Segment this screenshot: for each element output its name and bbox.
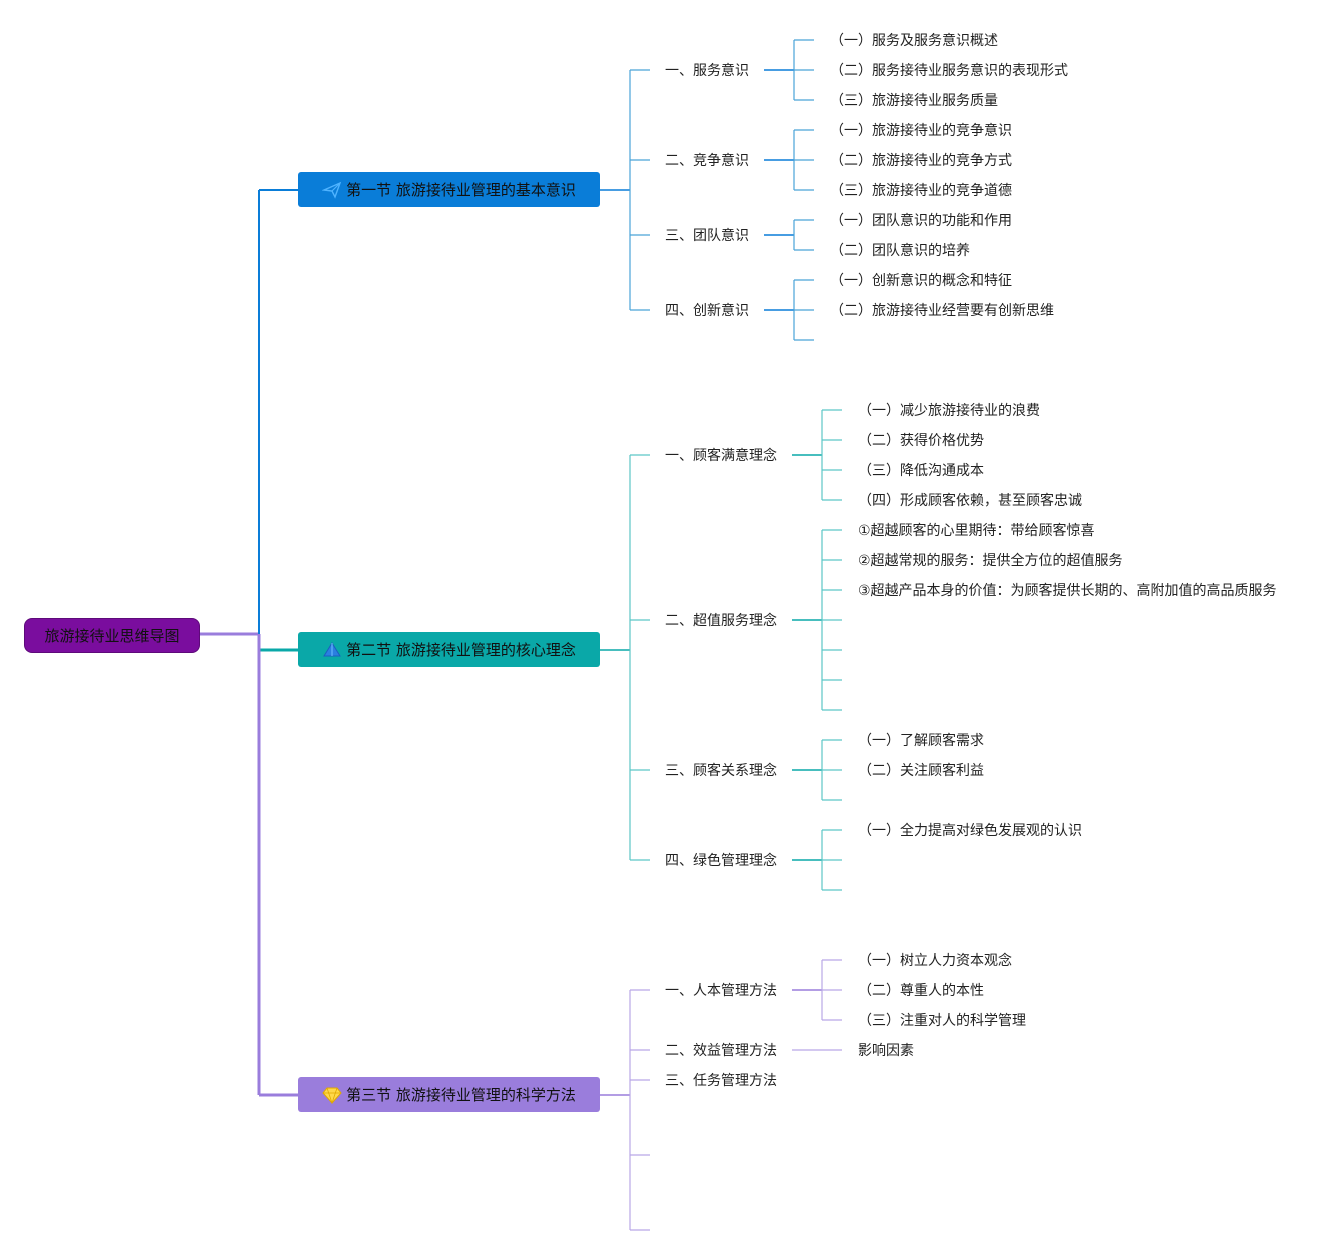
topic-node[interactable]: 一、人本管理方法 bbox=[665, 983, 777, 999]
item-node[interactable]: （二）团队意识的培养 bbox=[830, 243, 970, 259]
item-node[interactable]: （三）旅游接待业的竞争道德 bbox=[830, 183, 1012, 199]
item-node[interactable]: （四）形成顾客依赖，甚至顾客忠诚 bbox=[858, 493, 1082, 509]
item-node[interactable]: （二）旅游接待业的竞争方式 bbox=[830, 153, 1012, 169]
item-node[interactable]: ③超越产品本身的价值：为顾客提供长期的、高附加值的高品质服务 bbox=[858, 583, 1277, 599]
section-1-node[interactable]: 第一节 旅游接待业管理的基本意识 bbox=[298, 172, 600, 207]
item-node[interactable]: （二）服务接待业服务意识的表现形式 bbox=[830, 63, 1068, 79]
triangle-icon bbox=[323, 641, 342, 656]
root-label: 旅游接待业思维导图 bbox=[44, 627, 180, 645]
item-node[interactable]: （一）团队意识的功能和作用 bbox=[830, 213, 1012, 229]
item-node[interactable]: （三）注重对人的科学管理 bbox=[858, 1013, 1026, 1029]
item-node[interactable]: （一）减少旅游接待业的浪费 bbox=[858, 403, 1040, 419]
item-node[interactable]: ①超越顾客的心里期待：带给顾客惊喜 bbox=[858, 523, 1095, 539]
diamond-icon bbox=[322, 1087, 342, 1104]
topic-node[interactable]: 二、超值服务理念 bbox=[665, 613, 777, 629]
item-node[interactable]: 影响因素 bbox=[858, 1043, 914, 1059]
item-node[interactable]: （二）旅游接待业经营要有创新思维 bbox=[830, 303, 1054, 319]
topic-node[interactable]: 一、顾客满意理念 bbox=[665, 448, 777, 464]
topic-node[interactable]: 一、服务意识 bbox=[665, 63, 749, 79]
item-node[interactable]: （一）全力提高对绿色发展观的认识 bbox=[858, 823, 1082, 839]
topic-node[interactable]: 四、创新意识 bbox=[665, 303, 749, 319]
section-1-label: 第一节 旅游接待业管理的基本意识 bbox=[346, 181, 576, 199]
item-node[interactable]: （二）关注顾客利益 bbox=[858, 763, 984, 779]
section-3-label: 第三节 旅游接待业管理的科学方法 bbox=[346, 1086, 576, 1104]
item-node[interactable]: （一）树立人力资本观念 bbox=[858, 953, 1012, 969]
item-node[interactable]: （二）获得价格优势 bbox=[858, 433, 984, 449]
section-2-node[interactable]: 第二节 旅游接待业管理的核心理念 bbox=[298, 632, 600, 667]
topic-node[interactable]: 二、效益管理方法 bbox=[665, 1043, 777, 1059]
item-node[interactable]: ②超越常规的服务：提供全方位的超值服务 bbox=[858, 553, 1123, 569]
item-node[interactable]: （一）旅游接待业的竞争意识 bbox=[830, 123, 1012, 139]
topic-node[interactable]: 三、任务管理方法 bbox=[665, 1073, 777, 1089]
root-node[interactable]: 旅游接待业思维导图 bbox=[25, 619, 199, 652]
topic-node[interactable]: 三、顾客关系理念 bbox=[665, 763, 777, 779]
item-node[interactable]: （三）降低沟通成本 bbox=[858, 463, 984, 479]
item-node[interactable]: （二）尊重人的本性 bbox=[858, 983, 984, 999]
topic-node[interactable]: 三、团队意识 bbox=[665, 228, 749, 244]
item-node[interactable]: （三）旅游接待业服务质量 bbox=[830, 93, 998, 109]
item-node[interactable]: （一）服务及服务意识概述 bbox=[830, 33, 998, 49]
section-3-node[interactable]: 第三节 旅游接待业管理的科学方法 bbox=[298, 1077, 600, 1112]
item-node[interactable]: （一）创新意识的概念和特征 bbox=[830, 273, 1012, 289]
topic-node[interactable]: 四、绿色管理理念 bbox=[665, 853, 777, 869]
item-node[interactable]: （一）了解顾客需求 bbox=[858, 733, 984, 749]
topic-node[interactable]: 二、竞争意识 bbox=[665, 153, 749, 169]
section-2-label: 第二节 旅游接待业管理的核心理念 bbox=[346, 641, 576, 659]
paper-plane-icon bbox=[322, 181, 342, 199]
